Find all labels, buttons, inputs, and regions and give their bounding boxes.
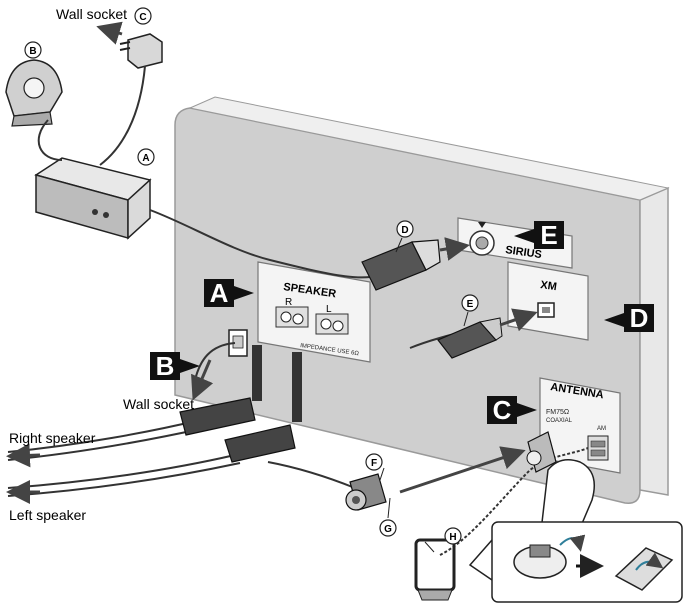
am-antenna-wire: [439, 447, 589, 556]
am-terminal-slot-icon: [590, 440, 606, 448]
right-speaker-wire-a: [7, 419, 201, 453]
arrow-to-sirius: [439, 237, 470, 261]
xm-connector: [437, 317, 503, 359]
svg-text:C: C: [139, 12, 146, 23]
marker-e: E: [514, 220, 564, 250]
svg-text:D: D: [630, 303, 649, 333]
left-speaker-plug[interactable]: [224, 424, 296, 463]
callout-b: B: [24, 41, 42, 59]
svg-text:D: D: [401, 225, 408, 236]
speaker-plugs: [179, 345, 302, 463]
svg-text:E: E: [540, 220, 557, 250]
antenna-dish-icon: [23, 77, 45, 99]
svg-text:A: A: [210, 278, 229, 308]
marker-c: C: [487, 395, 537, 425]
svg-text:H: H: [449, 532, 456, 543]
callout-leaders: [379, 237, 469, 553]
direction-arrows: [6, 21, 538, 504]
unit-wall-socket: [228, 329, 248, 357]
svg-text:C: C: [493, 395, 512, 425]
sirius-port-block: SIRIUS: [457, 217, 573, 269]
plug-lead-r: [252, 345, 262, 401]
sirius-connector: [361, 239, 441, 291]
right-speaker-plug[interactable]: [179, 397, 256, 436]
xm-port-block: XM: [507, 261, 589, 341]
am-antenna-terminal[interactable]: [587, 435, 609, 461]
terminal-screw-icon: [280, 311, 292, 323]
svg-text:G: G: [384, 524, 392, 535]
arrow-wall-socket-bottom: [191, 359, 214, 401]
svg-text:E: E: [467, 299, 474, 310]
tuner-output-cable: [149, 209, 391, 279]
callout-f: F: [365, 453, 383, 471]
svg-text:B: B: [156, 351, 175, 381]
satellite-tuner-box: [34, 157, 152, 240]
am-label: AM: [597, 426, 606, 432]
svg-text:A: A: [142, 153, 149, 164]
circled-callouts: A B C D E F G H: [24, 7, 479, 545]
arrow-to-fm: [399, 446, 526, 494]
callout-e: E: [461, 294, 479, 312]
text-labels: Wall socket Wall socket Right speaker Le…: [9, 6, 194, 523]
speaker-terminal-block: SPEAKER R L IMPEDANCE USE 6Ω: [257, 261, 371, 363]
xm-label: XM: [540, 279, 558, 293]
arrow-wall-socket-top: [96, 21, 123, 45]
terminal-screw-icon: [320, 318, 332, 330]
left-speaker-label: Left speaker: [9, 507, 86, 523]
rotate-arrow-icon: [559, 534, 586, 552]
callout-d: D: [396, 220, 414, 238]
ac-adapter: [119, 33, 163, 69]
adapter-cable: [99, 65, 146, 166]
coaxial-label: COAXIAL: [546, 418, 573, 424]
marker-d: D: [604, 303, 654, 333]
am-base-icon: [529, 544, 551, 558]
assembled-arrow-icon: [635, 552, 664, 571]
unit-rear-panel: [174, 96, 670, 504]
am-terminal-slot-icon: [590, 449, 606, 457]
sirius-label: SIRIUS: [505, 244, 543, 261]
sirius-port-pins-icon: [475, 236, 489, 250]
ac-inlet-icon: [232, 335, 244, 349]
wall-socket-bottom-label: Wall socket: [123, 396, 194, 412]
terminal-screw-icon: [292, 313, 304, 325]
antenna-cable: [37, 119, 63, 161]
fm-antenna-wire: [267, 461, 356, 489]
arrow-to-xm: [499, 308, 538, 332]
tuner-port-icon: [103, 212, 109, 218]
sirius-indicator-icon: [478, 222, 486, 228]
left-speaker-wire-b: [7, 462, 241, 497]
left-speaker-wire-a: [7, 454, 236, 489]
right-speaker-label: Right speaker: [9, 430, 96, 446]
right-speaker-wire-b: [7, 427, 206, 461]
marker-b: B: [150, 351, 200, 381]
black-markers: A B C D E: [150, 220, 654, 425]
fm-antenna-plug: [345, 473, 387, 511]
am-loop-icon: [414, 538, 456, 592]
callout-g: G: [379, 519, 397, 537]
plug-lead-l: [292, 352, 302, 422]
marker-a: A: [204, 278, 254, 308]
am-assembly-inset: [468, 521, 683, 603]
speaker-l-label: L: [326, 304, 332, 315]
tuner-port-icon: [92, 209, 98, 215]
fm-coax-socket: [526, 431, 557, 473]
satellite-antenna: [5, 59, 63, 127]
wall-socket-top-label: Wall socket: [56, 6, 127, 22]
finger-illustration: [539, 459, 595, 541]
svg-text:B: B: [29, 46, 36, 57]
am-loop-antenna: [414, 538, 456, 601]
speaker-r-label: R: [285, 297, 292, 308]
callout-c: C: [134, 7, 152, 25]
arrow-right-speaker: [6, 443, 41, 468]
svg-text:F: F: [371, 458, 377, 469]
callout-a: A: [137, 148, 155, 166]
fm-coax-center-icon: [352, 496, 360, 504]
xm-port-icon: [542, 307, 550, 313]
callout-h: H: [444, 527, 462, 545]
fm-socket-icon: [526, 450, 542, 466]
terminal-screw-icon: [332, 320, 344, 332]
fm-label: FM75Ω: [546, 409, 569, 416]
